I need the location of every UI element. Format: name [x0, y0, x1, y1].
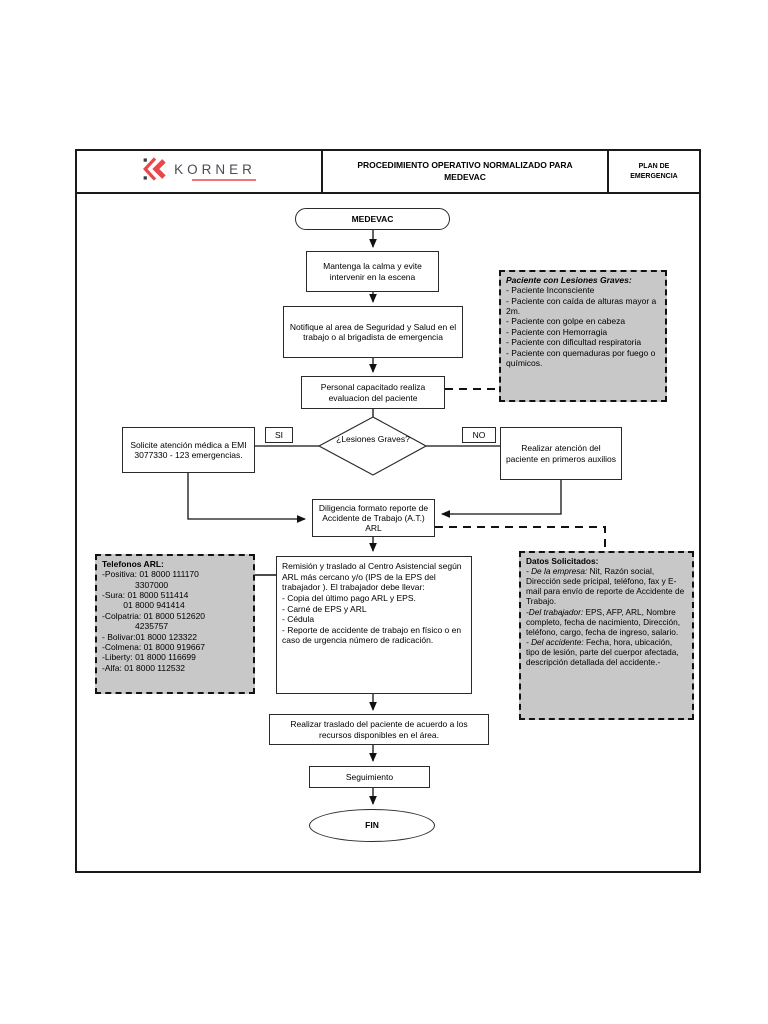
lead-accidente: - Del accidente:: [526, 636, 584, 647]
step-call-emi: Solicite atención médica a EMI 3077330 -…: [122, 427, 255, 473]
note-arl-phones-list: -Positiva: 01 8000 111170 3307000 -Sura:…: [102, 569, 206, 673]
document-title-line2: MEDEVAC: [444, 171, 486, 182]
note-requested-data-accident: - Del accidente: Fecha, hora, ubicación,…: [526, 637, 687, 667]
step-report-arl: Diligencia formato reporte de Accidente …: [312, 499, 435, 537]
step-first-aid: Realizar atención del paciente en primer…: [500, 427, 622, 480]
decision-lesiones-graves: ¿Lesiones Graves?: [336, 434, 410, 444]
text-trabajador: EPS, AFP, ARL, Nombre completo, fecha de…: [526, 606, 681, 637]
step-evaluate-patient: Personal capacitado realiza evaluacion d…: [301, 376, 445, 409]
end-terminator: FIN: [309, 809, 435, 842]
note-requested-data-title: Datos Solicitados:: [526, 556, 599, 566]
step-keep-calm: Mantenga la calma y evite intervenir en …: [306, 251, 439, 292]
step-remission-transfer: Remisión y traslado al Centro Asistencia…: [276, 556, 472, 694]
text-accidente: Fecha, hora, ubicación, tipo de lesión, …: [526, 636, 679, 668]
note-arl-phones-title: Telefonos ARL:: [102, 559, 164, 569]
logo-cell: KORNER: [77, 151, 323, 192]
text-empresa: Nit, Razón social, Dirección sede pricip…: [526, 566, 685, 607]
korner-logo-icon: [142, 156, 168, 187]
note-arl-phones: Telefonos ARL: -Positiva: 01 8000 111170…: [95, 554, 255, 694]
lead-empresa: - De la empresa:: [526, 566, 588, 577]
note-serious-injuries-list: - Paciente Inconsciente - Paciente con c…: [506, 285, 657, 368]
plan-emergencia-badge: PLAN DE EMERGENCIA: [630, 163, 678, 180]
branch-label-si: SI: [265, 427, 293, 443]
flowchart-canvas: MEDEVAC Mantenga la calma y evite interv…: [77, 151, 699, 871]
note-serious-injuries: Paciente con Lesiones Graves: - Paciente…: [499, 270, 667, 402]
start-terminator: MEDEVAC: [295, 208, 450, 230]
step-transfer-resources: Realizar traslado del paciente de acuerd…: [269, 714, 489, 745]
lead-trabajador: -Del trabajador:: [526, 606, 584, 617]
step-follow-up: Seguimiento: [309, 766, 430, 788]
note-requested-data: Datos Solicitados: - De la empresa: Nit,…: [519, 551, 694, 720]
document-title-line1: PROCEDIMIENTO OPERATIVO NORMALIZADO PARA: [357, 160, 573, 171]
step-notify-sst: Notifique al area de Seguridad y Salud e…: [283, 306, 463, 358]
branch-label-no: NO: [462, 427, 496, 443]
note-requested-data-worker: -Del trabajador: EPS, AFP, ARL, Nombre c…: [526, 607, 687, 637]
logo-tagline: [191, 179, 256, 181]
note-requested-data-company: - De la empresa: Nit, Razón social, Dire…: [526, 566, 687, 606]
document-title: PROCEDIMIENTO OPERATIVO NORMALIZADO PARA…: [323, 151, 609, 192]
logo-brand: KORNER: [174, 162, 256, 177]
note-serious-injuries-title: Paciente con Lesiones Graves:: [506, 275, 632, 285]
document-header: KORNER PROCEDIMIENTO OPERATIVO NORMALIZA…: [77, 151, 699, 194]
pon-medevac-document: KORNER PROCEDIMIENTO OPERATIVO NORMALIZA…: [75, 149, 701, 873]
